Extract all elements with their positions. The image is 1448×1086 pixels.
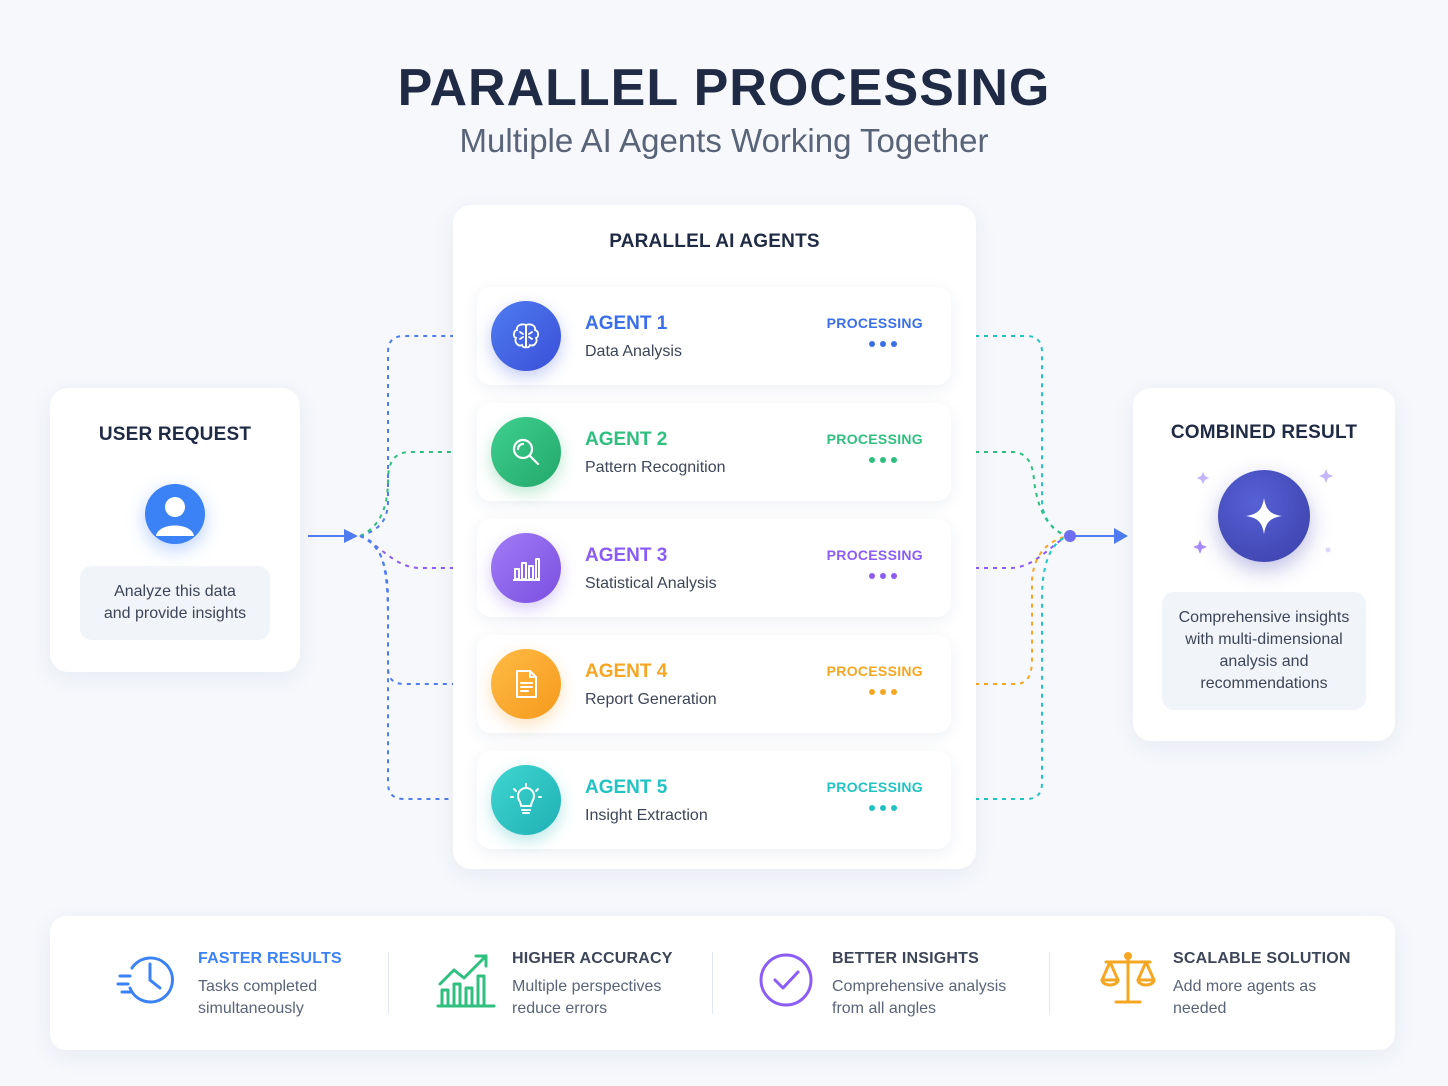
benefit-divider bbox=[388, 952, 389, 1014]
bar-chart-icon bbox=[491, 533, 561, 603]
agent-3-status: PROCESSING bbox=[826, 547, 923, 563]
combined-result-heading: COMBINED RESULT bbox=[1170, 422, 1358, 443]
benefit-higher-accuracy: HIGHER ACCURACY Multiple perspectives re… bbox=[434, 916, 734, 1050]
sparkle-decorations bbox=[1193, 469, 1333, 554]
benefit-1-description: Tasks completed simultaneously bbox=[198, 976, 317, 1020]
document-icon bbox=[491, 649, 561, 719]
benefit-3-line-2: from all angles bbox=[832, 1000, 937, 1017]
agent-5-status: PROCESSING bbox=[826, 779, 923, 795]
user-icon bbox=[145, 484, 205, 544]
combined-result-line-2: with multi-dimensional bbox=[1185, 631, 1343, 648]
benefit-2-line-2: reduce errors bbox=[512, 1000, 608, 1017]
benefit-2-title: HIGHER ACCURACY bbox=[512, 950, 673, 967]
agent-2-progress-dots bbox=[869, 457, 897, 463]
benefit-3-description: Comprehensive analysis from all angles bbox=[832, 976, 1006, 1020]
combined-result-line-4: recommendations bbox=[1200, 675, 1328, 692]
connector-to-agent-5 bbox=[359, 535, 458, 800]
growth-chart-icon bbox=[434, 948, 498, 1012]
check-circle-icon bbox=[756, 948, 820, 1012]
combined-result-line-3: analysis and bbox=[1219, 653, 1309, 670]
brain-icon bbox=[491, 301, 561, 371]
agent-card-5[interactable]: AGENT 5 Insight Extraction PROCESSING bbox=[477, 751, 951, 849]
benefit-divider bbox=[712, 952, 713, 1014]
benefit-4-description: Add more agents as needed bbox=[1173, 976, 1316, 1020]
page-title: PARALLEL PROCESSING bbox=[397, 59, 1051, 117]
connector-from-agent-1 bbox=[966, 335, 1069, 537]
benefit-4-title: SCALABLE SOLUTION bbox=[1173, 950, 1351, 967]
result-arrowhead bbox=[1114, 528, 1128, 544]
agent-1-status: PROCESSING bbox=[826, 315, 923, 331]
combined-result-description: Comprehensive insights with multi-dimens… bbox=[1162, 592, 1366, 710]
connector-to-agent-2 bbox=[359, 451, 458, 537]
benefit-scalable-solution: SCALABLE SOLUTION Add more agents as nee… bbox=[1098, 916, 1388, 1050]
user-request-message-line-2: and provide insights bbox=[103, 605, 247, 622]
agent-4-task: Report Generation bbox=[585, 691, 717, 708]
agent-5-progress-dots bbox=[869, 805, 897, 811]
agents-panel: PARALLEL AI AGENTS AGENT 1 Data Analysis… bbox=[453, 205, 976, 869]
user-request-message: Analyze this data and provide insights bbox=[80, 566, 270, 640]
agent-3-progress-dots bbox=[869, 573, 897, 579]
lightbulb-icon bbox=[491, 765, 561, 835]
benefit-divider bbox=[1049, 952, 1050, 1014]
connector-from-agent-4 bbox=[966, 535, 1069, 685]
agent-card-4[interactable]: AGENT 4 Report Generation PROCESSING bbox=[477, 635, 951, 733]
connector-from-agent-5 bbox=[966, 535, 1069, 800]
benefit-2-description: Multiple perspectives reduce errors bbox=[512, 976, 661, 1020]
benefit-3-line-1: Comprehensive analysis bbox=[832, 978, 1007, 995]
agent-5-task: Insight Extraction bbox=[585, 807, 708, 824]
merge-node bbox=[1064, 530, 1076, 542]
agent-1-progress-dots bbox=[869, 341, 897, 347]
agents-panel-heading: PARALLEL AI AGENTS bbox=[609, 231, 820, 252]
benefit-better-insights: BETTER INSIGHTS Comprehensive analysis f… bbox=[756, 916, 1066, 1050]
clock-icon bbox=[116, 948, 180, 1012]
benefit-1-line-2: simultaneously bbox=[198, 1000, 304, 1017]
agent-card-1[interactable]: AGENT 1 Data Analysis PROCESSING bbox=[477, 287, 951, 385]
request-arrowhead bbox=[344, 529, 358, 543]
benefit-1-title: FASTER RESULTS bbox=[198, 950, 342, 967]
magnifier-icon bbox=[491, 417, 561, 487]
connector-to-agent-1 bbox=[359, 335, 458, 537]
scale-icon bbox=[1098, 948, 1162, 1012]
benefit-4-line-1: Add more agents as bbox=[1173, 978, 1317, 995]
agent-4-progress-dots bbox=[869, 689, 897, 695]
benefit-3-title: BETTER INSIGHTS bbox=[832, 950, 980, 967]
agent-2-name: AGENT 2 bbox=[585, 429, 668, 450]
benefit-faster-results: FASTER RESULTS Tasks completed simultane… bbox=[116, 916, 416, 1050]
agent-3-name: AGENT 3 bbox=[585, 545, 668, 566]
connector-from-agent-3 bbox=[966, 535, 1069, 569]
combined-result-line-1: Comprehensive insights bbox=[1178, 609, 1350, 626]
page-subtitle: Multiple AI Agents Working Together bbox=[459, 122, 989, 159]
combined-result-card: COMBINED RESULT Comprehensive insights w… bbox=[1133, 388, 1395, 741]
user-request-card: USER REQUEST Analyze this data and provi… bbox=[50, 388, 300, 672]
connector-to-agent-3 bbox=[359, 535, 458, 569]
agent-5-name: AGENT 5 bbox=[585, 777, 668, 798]
benefit-1-line-1: Tasks completed bbox=[198, 978, 318, 995]
connector-from-agent-2 bbox=[966, 451, 1069, 537]
connector-to-agent-4 bbox=[359, 535, 458, 685]
agent-card-3[interactable]: AGENT 3 Statistical Analysis PROCESSING bbox=[477, 519, 951, 617]
agent-card-2[interactable]: AGENT 2 Pattern Recognition PROCESSING bbox=[477, 403, 951, 501]
agent-4-name: AGENT 4 bbox=[585, 661, 668, 682]
benefit-4-line-2: needed bbox=[1173, 1000, 1227, 1017]
sparkle-icon bbox=[1218, 470, 1310, 562]
agent-3-task: Statistical Analysis bbox=[585, 575, 717, 592]
agent-4-status: PROCESSING bbox=[826, 663, 923, 679]
agent-1-task: Data Analysis bbox=[585, 343, 682, 360]
agent-2-status: PROCESSING bbox=[826, 431, 923, 447]
user-request-heading: USER REQUEST bbox=[98, 424, 252, 445]
agent-1-name: AGENT 1 bbox=[585, 313, 668, 334]
benefit-2-line-1: Multiple perspectives bbox=[512, 978, 662, 995]
benefits-bar: FASTER RESULTS Tasks completed simultane… bbox=[50, 916, 1395, 1050]
user-request-message-line-1: Analyze this data bbox=[114, 583, 236, 600]
agent-2-task: Pattern Recognition bbox=[585, 459, 726, 476]
